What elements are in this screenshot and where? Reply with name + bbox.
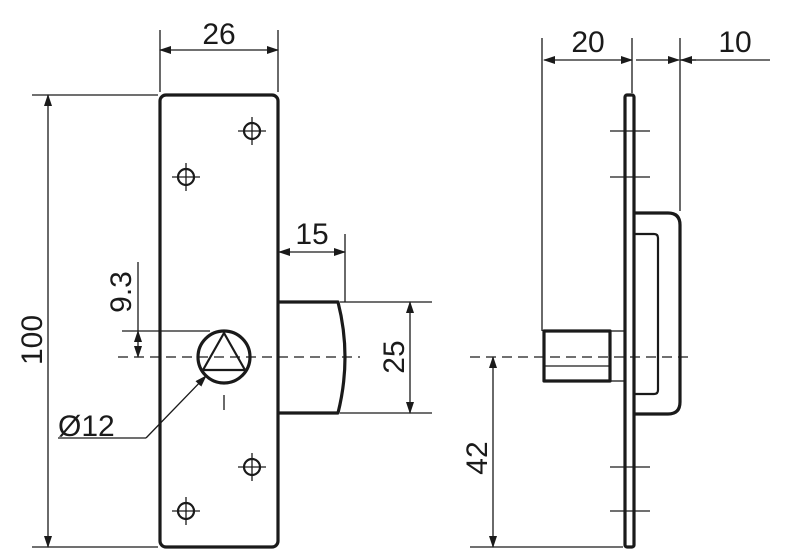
dim-bolt-projection: 15	[278, 218, 346, 302]
dim-side-depth: 20	[541, 26, 633, 331]
screw-hole-bottom-right	[238, 453, 266, 481]
face-plate	[158, 93, 280, 549]
dim-bolt-height: 25	[340, 301, 432, 414]
dim-label-keyhole-diameter: Ø12	[58, 410, 115, 443]
dim-plate-width: 26	[159, 18, 279, 92]
dim-label-bolt-projection: 15	[295, 218, 328, 251]
dim-side-case: 10	[636, 26, 770, 211]
screw-hole-top-left	[172, 163, 200, 191]
screw-hole-top-right	[238, 117, 266, 145]
dim-plate-height: 100	[16, 94, 158, 548]
dim-label-plate-width: 26	[202, 18, 235, 51]
screw-hole-bottom-left	[172, 497, 200, 525]
side-plate-ticks	[610, 130, 650, 512]
dim-label-side-depth: 20	[571, 26, 604, 59]
side-bolt	[542, 329, 612, 383]
side-view	[470, 93, 690, 549]
dim-side-height: 42	[461, 356, 623, 548]
case-inner	[634, 232, 660, 396]
side-plate	[623, 93, 636, 549]
dim-keyhole-offset: 9.3	[105, 262, 210, 358]
dim-label-plate-height: 100	[16, 315, 49, 365]
dim-label-side-height: 42	[461, 441, 494, 474]
dim-label-keyhole-offset: 9.3	[105, 271, 138, 313]
keyhole	[196, 329, 252, 410]
dim-keyhole-diameter: Ø12	[58, 375, 207, 443]
case-outline	[634, 211, 682, 416]
front-view	[118, 93, 360, 549]
dim-label-side-case: 10	[718, 26, 751, 59]
dim-label-bolt-height: 25	[378, 340, 411, 373]
